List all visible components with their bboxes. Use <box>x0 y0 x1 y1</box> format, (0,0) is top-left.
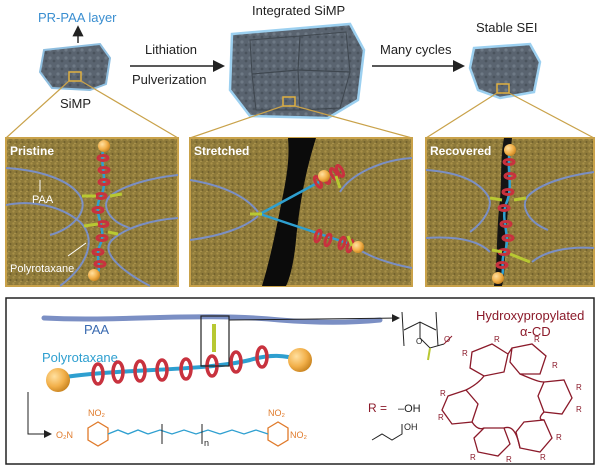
ring-r-11: R <box>438 413 444 422</box>
stopper-recovered-bottom <box>492 272 504 284</box>
crack <box>262 138 316 286</box>
many-cycles-label: Many cycles <box>380 42 452 57</box>
pulverization-label: Pulverization <box>132 72 206 87</box>
ring-r-10: R <box>470 453 476 462</box>
paa-monomer-o: O <box>416 337 422 346</box>
hp-cd-title-line1: Hydroxypropylated <box>476 308 584 323</box>
bottom-stopper-left <box>46 368 70 392</box>
paa-monomer-o2: O <box>444 335 450 344</box>
stopper-stretched-1 <box>318 170 330 182</box>
r-hydroxypropyl-structure <box>371 424 403 441</box>
dinitro-right-label-1: NO₂ <box>268 408 286 418</box>
dinitro-left-label-2: NO₂ <box>88 408 106 418</box>
zoom-lines <box>5 80 595 139</box>
recovered-title: Recovered <box>430 144 491 158</box>
polyrotaxane-pointer <box>67 242 87 257</box>
hp-cd-title-line2: α-CD <box>520 324 551 339</box>
pristine-title: Pristine <box>10 144 54 158</box>
integrated-simp-particle <box>228 22 366 120</box>
stopper-stretched-2 <box>352 241 364 253</box>
ring-r-6: R <box>576 405 582 414</box>
pr-paa-layer-label: PR-PAA layer <box>38 10 117 25</box>
paa-chains <box>5 167 179 287</box>
dinitro-left-label-1: O₂N <box>56 430 73 440</box>
ring-r-1: R <box>462 349 468 358</box>
simp-particle <box>38 42 112 92</box>
paa-monomer-structure <box>401 311 453 361</box>
simp-label: SiMP <box>60 96 91 111</box>
axle-chemical-structure <box>87 421 289 447</box>
paa-chains-recovered <box>425 169 595 263</box>
structure-down-arrow <box>27 392 52 438</box>
stretched-title: Stretched <box>194 144 249 158</box>
bottom-cd-rings <box>91 345 269 386</box>
ring-r-3: R <box>534 335 540 344</box>
repeat-n-label: n <box>204 438 209 448</box>
r-second-oh-label: OH <box>404 422 418 432</box>
r-equals-label: R = <box>368 401 387 415</box>
bottom-box <box>5 297 595 465</box>
ring-r-4: R <box>552 361 558 370</box>
alpha-cd-ring-structure <box>441 343 573 457</box>
bottom-paa-label: PAA <box>84 322 109 337</box>
bottom-paa-chain <box>41 314 383 325</box>
ring-r-2: R <box>494 335 500 344</box>
stable-sei-particle <box>468 42 542 100</box>
structure-pointer-arrow <box>228 314 400 323</box>
r-oh-label: –OH <box>398 403 421 415</box>
dinitro-right-label-2: NO₂ <box>290 430 308 440</box>
cd-rings <box>91 154 111 268</box>
panel-stretched: Stretched <box>189 137 413 287</box>
paa-label: PAA <box>32 194 54 206</box>
bottom-polyrotaxane-label: Polyrotaxane <box>42 350 118 365</box>
stable-sei-label: Stable SEI <box>476 20 537 35</box>
stopper-recovered-top <box>504 144 516 156</box>
integrated-simp-label: Integrated SiMP <box>252 3 345 18</box>
highlight-box <box>200 315 230 367</box>
ring-r-7: R <box>556 433 562 442</box>
ring-r-labels: R R R R R R R R R R R R <box>438 335 582 464</box>
ring-r-5: R <box>576 383 582 392</box>
stopper-top <box>98 140 110 152</box>
linkers <box>82 192 123 236</box>
polyrotaxane-label: Polyrotaxane <box>10 263 74 275</box>
linkers-stretched <box>250 175 354 247</box>
panel-pristine: Pristine PAA Polyrotaxane <box>5 137 179 287</box>
lithiation-label: Lithiation <box>145 42 197 57</box>
ring-r-8: R <box>540 453 546 462</box>
ring-r-12: R <box>440 389 446 398</box>
bottom-stopper-right <box>288 348 312 372</box>
linkers-recovered <box>489 196 531 264</box>
ring-r-9: R <box>506 455 512 464</box>
panel-recovered: Recovered <box>425 137 595 287</box>
stopper-bottom <box>88 269 100 281</box>
